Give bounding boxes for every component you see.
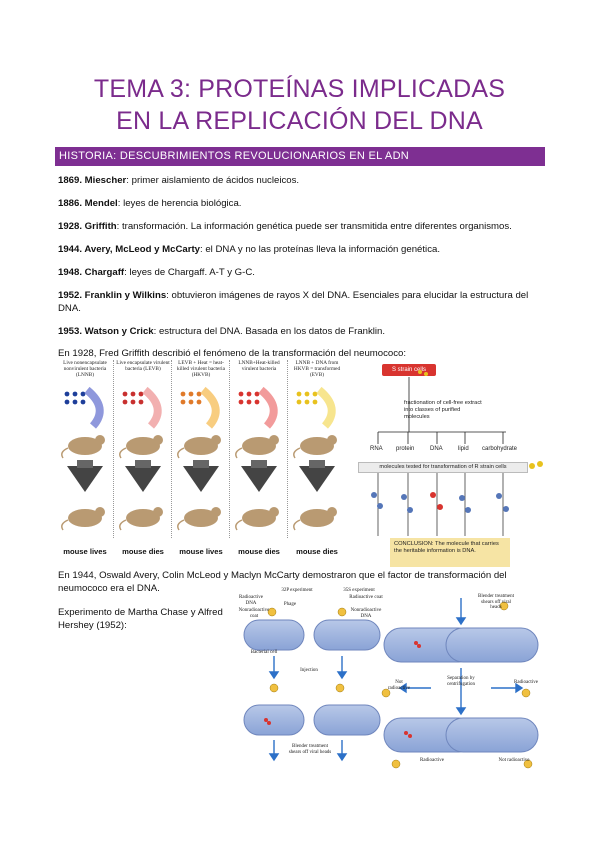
- page-title-line-2: EN LA REPLICACIÓN DEL DNA: [116, 107, 483, 135]
- exp35-label: 35S experiment: [343, 588, 375, 593]
- griffith-intro: En 1928, Fred Griffith describió el fenó…: [58, 348, 407, 359]
- griffith-column-drawing: [235, 386, 279, 531]
- timeline-entry: 1886. Mendel: leyes de herencia biológic…: [58, 197, 548, 210]
- timeline-entry: 1952. Franklin y Wilkins: obtuvieron imá…: [58, 289, 548, 315]
- griffith-column-label: Live encapsulate virulent bacteria (LEVB…: [116, 360, 170, 372]
- entry-year-author: 1928. Griffith: [58, 221, 117, 232]
- bacterial-cell-label: Bacterial cell: [250, 650, 278, 655]
- griffith-outcome-label: mouse lives: [63, 547, 107, 556]
- griffith-outcome-label: mouse dies: [238, 547, 280, 556]
- griffith-column: Live encapsulate virulent bacteria (LEVB…: [115, 360, 172, 538]
- fractionation-figure: S strain cells fraction: [358, 360, 548, 570]
- timeline-entry: 1953. Watson y Crick: estructura del DNA…: [58, 325, 548, 338]
- timeline-entry: 1928. Griffith: transformación. La infor…: [58, 220, 548, 233]
- radioactive-bottom-label: Radioactive: [420, 758, 444, 763]
- entry-year-author: 1886. Mendel: [58, 198, 118, 209]
- griffith-column: Live nonencapsulate nonvirulent bacteria…: [57, 360, 114, 538]
- griffith-experiment-figure: Live nonencapsulate nonvirulent bacteria…: [57, 360, 353, 560]
- class-label: protein: [396, 446, 415, 452]
- s-strain-label: S strain cells: [382, 364, 436, 376]
- entry-year-author: 1953. Watson y Crick: [58, 326, 154, 337]
- entry-text: : primer aislamiento de ácidos nucleicos…: [126, 175, 300, 186]
- radioactive-label: Radioactive: [514, 680, 538, 685]
- fractionation-arrows: [371, 370, 543, 536]
- class-label: RNA: [370, 446, 383, 452]
- entry-year-author: 1952. Franklin y Wilkins: [58, 290, 167, 301]
- radioactive-coat-label: Radioactive coat: [349, 595, 383, 600]
- test-bar: molecules tested for transformation of R…: [358, 462, 528, 473]
- entry-year-author: 1944. Avery, McLeod y McCarty: [58, 244, 201, 255]
- class-label: carbohydrate: [482, 446, 518, 452]
- nonradioactive-dna-label: Nonradioactive DNA: [350, 608, 382, 619]
- class-label: DNA: [430, 446, 443, 452]
- griffith-column-label: LNNB+Heat-killed virulent bacteria: [238, 360, 280, 372]
- griffith-column-drawing: [119, 386, 163, 531]
- entry-text: : leyes de herencia biológica.: [117, 198, 242, 209]
- entry-text: : estructura del DNA. Basada en los dato…: [153, 326, 386, 337]
- hershey-chase-drawing: [243, 598, 539, 769]
- griffith-column-label: Live nonencapsulate nonvirulent bacteria…: [63, 360, 107, 378]
- griffith-column: LNNB+Heat-killed virulent bacteria: [231, 360, 288, 538]
- exp32-label: 32P experiment: [281, 588, 313, 593]
- entry-text: : obtuvieron imágenes de rayos X del DNA…: [58, 290, 529, 314]
- entry-year-author: 1948. Chargaff: [58, 267, 125, 278]
- griffith-column: LNNB + DNA from HKVB = transformed (EVB): [289, 360, 345, 538]
- not-radioactive-label: Not radioactive: [387, 680, 411, 691]
- fractionation-step: fractionation of cell-free extract into …: [404, 400, 482, 420]
- not-radioactive-bottom-label: Not radioactive: [498, 758, 530, 763]
- phage-label: Phage: [283, 602, 297, 607]
- griffith-outcome-label: mouse dies: [296, 547, 338, 556]
- griffith-column-drawing: [61, 386, 105, 531]
- separation-label: Separation by centrifugation: [446, 676, 476, 687]
- section-heading: HISTORIA: DESCUBRIMIENTOS REVOLUCIONARIO…: [55, 147, 545, 166]
- blender-label-2: Blender treatment shears off viral heads: [478, 594, 514, 611]
- page-title-line-1: TEMA 3: PROTEÍNAS IMPLICADAS: [93, 75, 506, 103]
- entry-text: : leyes de Chargaff. A-T y G-C.: [124, 267, 255, 278]
- blender-label-1: Blender treatment shears off viral heads: [288, 744, 332, 755]
- griffith-column: LEVB + Heat = heat-killed virulent bacte…: [173, 360, 230, 538]
- entry-text: : el DNA y no las proteínas lleva la inf…: [200, 244, 440, 255]
- injection-label: Injection: [300, 668, 318, 673]
- class-label: lipid: [458, 446, 469, 452]
- griffith-outcome-label: mouse lives: [179, 547, 223, 556]
- entry-text: : transformación. La información genétic…: [116, 221, 512, 232]
- griffith-column-label: LEVB + Heat = heat-killed virulent bacte…: [177, 360, 225, 378]
- conclusion-box: CONCLUSION: The molecule that carries th…: [390, 538, 510, 567]
- radioactive-dna-label: Radioactive DNA: [239, 595, 263, 606]
- timeline-entry: 1944. Avery, McLeod y McCarty: el DNA y …: [58, 243, 548, 256]
- griffith-outcome-label: mouse dies: [122, 547, 164, 556]
- nonradioactive-coat-label: Nonradioactive coat: [238, 608, 270, 619]
- griffith-column-drawing: [177, 386, 221, 531]
- griffith-column-label: LNNB + DNA from HKVB = transformed (EVB): [293, 360, 341, 378]
- entry-year-author: 1869. Miescher: [58, 175, 127, 186]
- timeline-entry: 1869. Miescher: primer aislamiento de ác…: [58, 174, 548, 187]
- chase-hershey-caption: Experimento de Martha Chase y Alfred Her…: [58, 607, 223, 631]
- timeline-entry: 1948. Chargaff: leyes de Chargaff. A-T y…: [58, 266, 548, 279]
- avery-text: En 1944, Oswald Avery, Colin McLeod y Ma…: [58, 570, 507, 594]
- griffith-column-drawing: [293, 386, 337, 531]
- hershey-chase-figure: 32P experiment 35S experiment Radioactiv…: [236, 588, 548, 778]
